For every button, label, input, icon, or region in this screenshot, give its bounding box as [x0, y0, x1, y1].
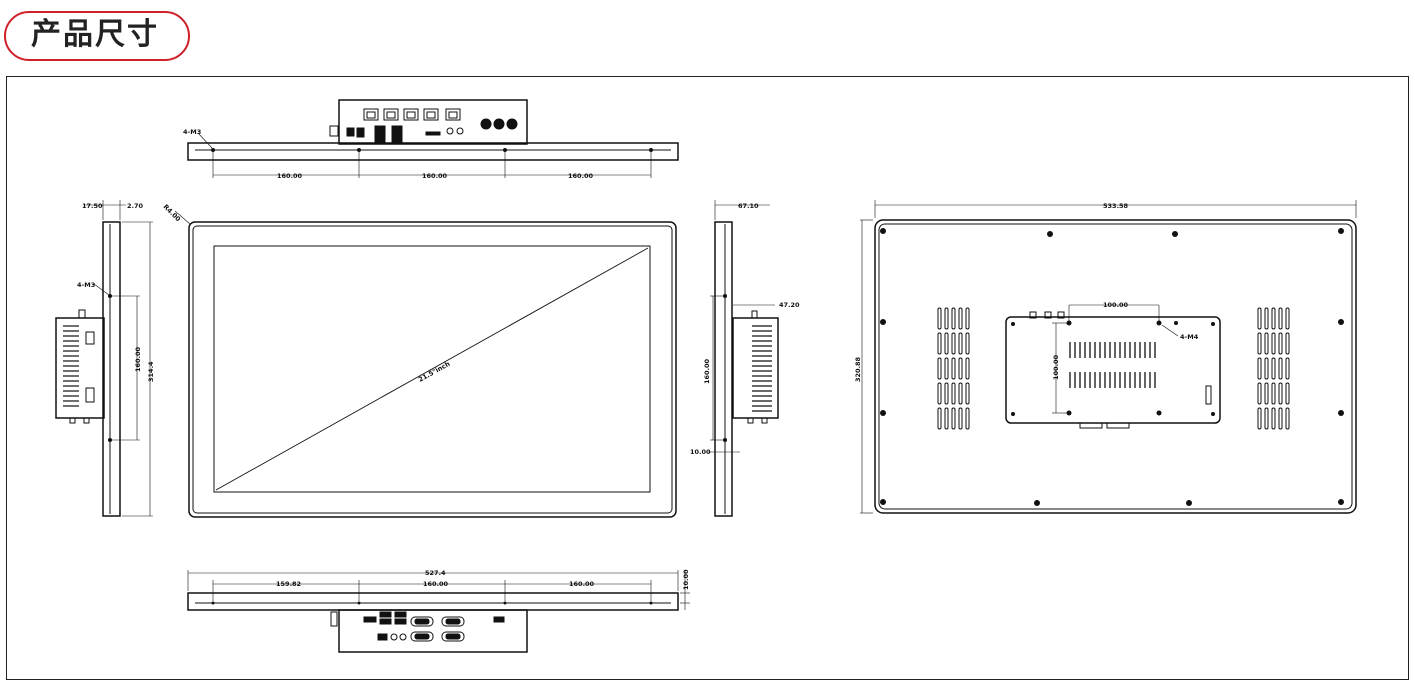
top-view	[187, 99, 679, 178]
side-depth-label: 17.50	[82, 202, 103, 210]
lan-ports	[363, 108, 461, 121]
back-width-label: 533.58	[1103, 202, 1129, 210]
page-title: 产品尺寸	[31, 17, 159, 52]
right-spacing-label: 160.00	[703, 358, 711, 384]
bottom-spacing-2: 160.00	[423, 580, 449, 588]
side-height-label: 314.4	[147, 361, 155, 382]
side-hole-label: 4-M3	[77, 281, 95, 289]
right-box-label: 47.20	[779, 301, 800, 309]
vesa-hole-label: 4-M4	[1180, 333, 1199, 341]
right-side-view	[708, 200, 779, 517]
left-side-view	[55, 200, 153, 517]
back-height-label: 320.88	[854, 356, 862, 382]
top-spacing-2: 160.00	[422, 172, 448, 180]
top-spacing-1: 160.00	[277, 172, 303, 180]
bottom-width-label: 527.4	[425, 569, 446, 577]
back-view	[860, 200, 1357, 514]
corner-radius-label: R4.00	[162, 203, 183, 224]
bottom-offset-label: 10.00	[682, 569, 690, 590]
right-offset-label: 10.00	[690, 448, 711, 456]
top-spacing-3: 160.00	[568, 172, 594, 180]
title-badge	[4, 11, 190, 61]
vesa-width-label: 100.00	[1103, 301, 1129, 309]
side-gap-label: 2.70	[127, 202, 144, 210]
side-hole-spacing-label: 160.00	[134, 346, 142, 372]
bottom-spacing-3: 160.00	[569, 580, 595, 588]
bottom-view	[187, 570, 690, 653]
screen-size-label: 21.5"inch	[417, 360, 452, 384]
right-depth-label: 67.10	[738, 202, 759, 210]
bottom-spacing-1: 159.82	[276, 580, 301, 588]
left-vents	[937, 307, 970, 430]
right-vents	[1257, 307, 1290, 430]
front-view	[174, 210, 677, 518]
top-hole-label: 4-M3	[183, 128, 201, 136]
vesa-height-label: 100.00	[1052, 354, 1060, 380]
drawing-frame	[6, 76, 1409, 680]
